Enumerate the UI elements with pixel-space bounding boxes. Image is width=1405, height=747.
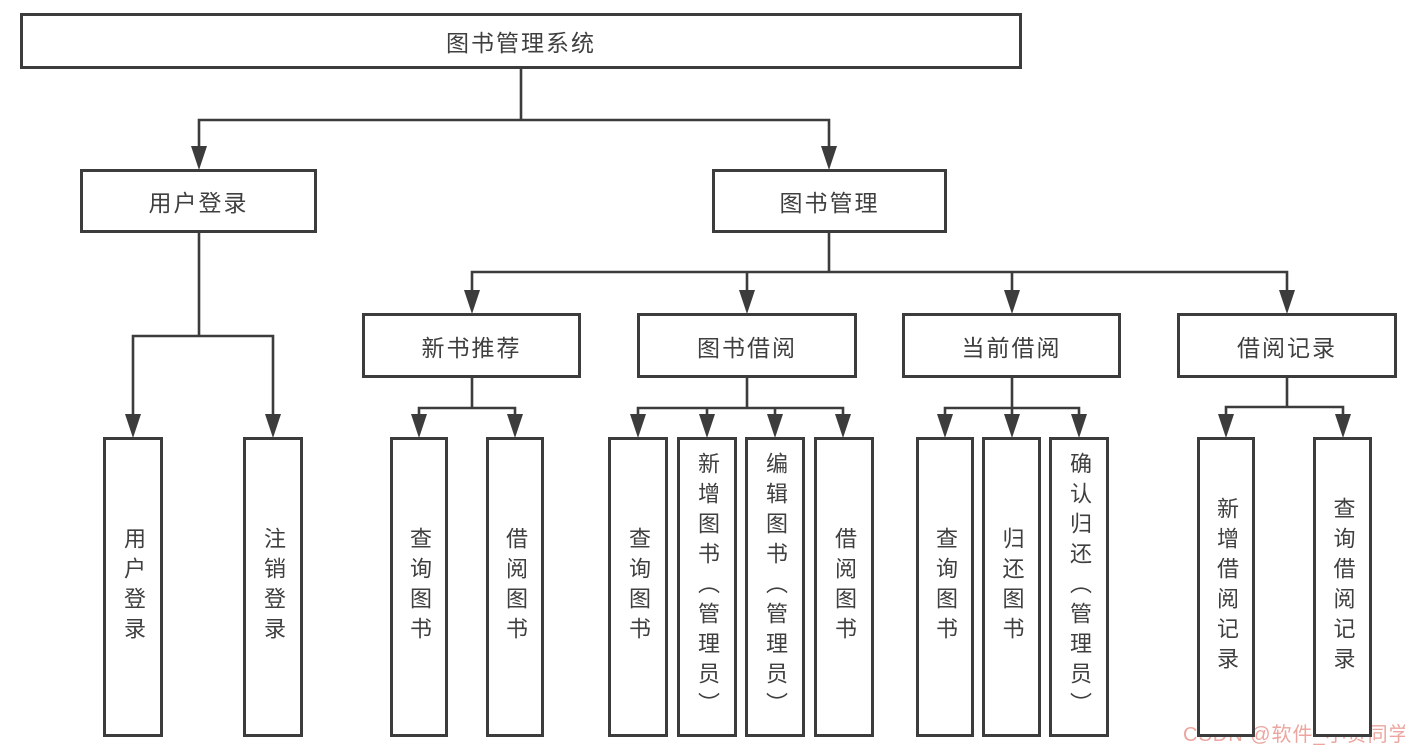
leaf-borrowing-query-books: 查询图书 bbox=[608, 437, 668, 737]
leaf-records-query-borrow-record: 查询借阅记录 bbox=[1313, 437, 1372, 737]
leaf-current-return-books: 归还图书 bbox=[982, 437, 1041, 737]
node-borrowing-records: 借阅记录 bbox=[1177, 313, 1397, 378]
leaf-recommend-query-books: 查询图书 bbox=[390, 437, 448, 737]
leaf-borrowing-borrow-books: 借阅图书 bbox=[814, 437, 874, 737]
node-user-login: 用户登录 bbox=[80, 169, 317, 233]
leaf-user-login: 用户登录 bbox=[103, 437, 163, 737]
node-library-management-system: 图书管理系统 bbox=[20, 13, 1022, 69]
leaf-current-query-books: 查询图书 bbox=[916, 437, 974, 737]
node-current-borrowing: 当前借阅 bbox=[902, 313, 1121, 378]
leaf-records-add-borrow-record: 新增借阅记录 bbox=[1197, 437, 1255, 737]
node-new-book-recommendation: 新书推荐 bbox=[362, 313, 581, 378]
node-book-borrowing: 图书借阅 bbox=[637, 313, 857, 378]
node-book-management: 图书管理 bbox=[712, 169, 947, 233]
leaf-logout: 注销登录 bbox=[243, 437, 303, 737]
leaf-recommend-borrow-books: 借阅图书 bbox=[486, 437, 544, 737]
leaf-current-confirm-return-admin: 确认归还（管理员） bbox=[1049, 437, 1109, 737]
leaf-borrowing-edit-books-admin: 编辑图书（管理员） bbox=[745, 437, 805, 737]
leaf-borrowing-add-books-admin: 新增图书（管理员） bbox=[677, 437, 737, 737]
